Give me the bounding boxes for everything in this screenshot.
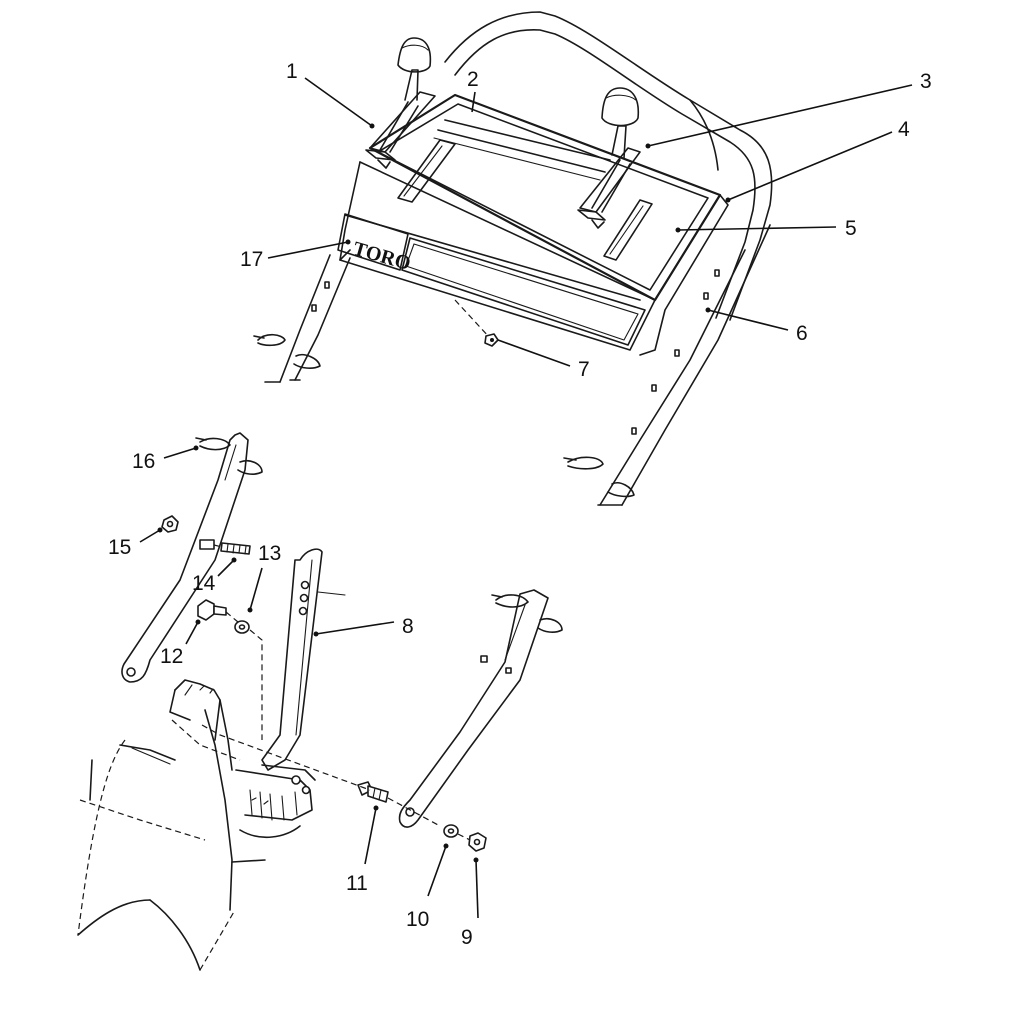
callout-5: 5 — [845, 217, 857, 240]
callout-17: 17 — [240, 248, 263, 271]
carriage-bolt — [199, 539, 251, 555]
callout-1: 1 — [286, 60, 298, 83]
callout-11: 11 — [346, 872, 368, 895]
lower-handle-assembly — [77, 432, 563, 971]
callout-6: 6 — [796, 322, 808, 345]
callout-3: 3 — [920, 70, 932, 93]
toro-logo-text: TORO — [351, 238, 413, 275]
screw-and-washer — [197, 599, 263, 740]
callout-14: 14 — [192, 572, 216, 595]
shoulder-bolt — [357, 781, 487, 852]
left-throttle-lever — [365, 37, 436, 169]
nut-15 — [161, 515, 179, 533]
mower-deck-body — [77, 679, 371, 971]
right-throttle-lever — [577, 87, 641, 229]
callout-12: 12 — [160, 645, 183, 668]
callout-16: 16 — [132, 450, 155, 473]
left-handle-tube — [253, 254, 351, 383]
callout-labels: 1 2 3 4 5 6 7 8 9 10 11 12 13 14 15 16 1… — [108, 60, 932, 949]
callout-4: 4 — [898, 118, 910, 141]
callout-9: 9 — [461, 926, 473, 949]
callout-10: 10 — [406, 908, 429, 931]
callout-2: 2 — [467, 68, 479, 91]
right-lower-handle — [398, 589, 563, 828]
callout-8: 8 — [402, 615, 414, 638]
upper-handle-loop — [444, 11, 773, 321]
callout-7: 7 — [578, 358, 590, 381]
upper-handle-assembly: TORO — [253, 11, 773, 506]
panel-nut — [484, 333, 499, 347]
right-handle-tube — [563, 224, 771, 506]
callout-15: 15 — [108, 536, 131, 559]
handle-brace — [261, 548, 346, 771]
callout-13: 13 — [258, 542, 281, 565]
left-lower-handle — [121, 432, 263, 683]
control-panel: TORO — [337, 93, 729, 356]
callout-leaders — [139, 77, 913, 919]
